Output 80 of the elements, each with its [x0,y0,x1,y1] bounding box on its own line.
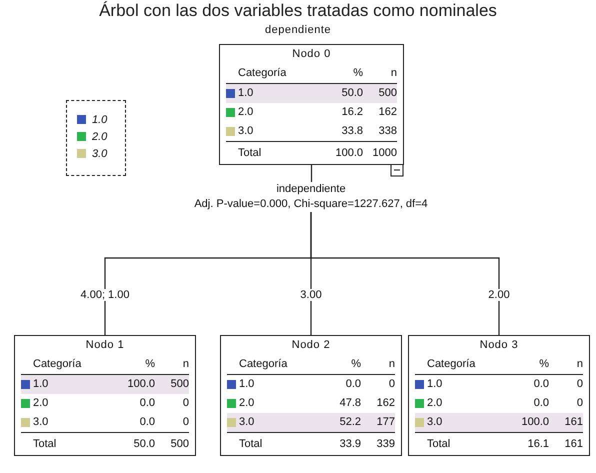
percent-value: 0.0 [344,377,361,392]
percent-value: 100.0 [334,146,363,161]
count-value: 177 [376,415,395,430]
split-statistics-text: Adj. P-value=0.000, Chi-square=1227.627, df=4 [193,197,429,212]
split-variable-label: independiente [275,182,347,197]
count-value: 161 [564,415,583,430]
node-title: Nodo 0 [291,47,332,62]
percent-value: 0.0 [138,396,155,411]
category-label: 3.0 [239,415,256,430]
category-label: 1.0 [33,377,50,392]
node-title: Nodo 3 [478,338,520,353]
category-label: 2.0 [33,396,50,411]
percent-value: 50.0 [340,86,363,101]
column-header: Categoría [239,357,288,372]
total-label: Total [239,437,264,452]
category-label: 1.0 [427,377,444,392]
total-label: Total [238,146,262,161]
percent-value: 16.1 [526,437,549,452]
edge-label: 2.00 [486,288,512,300]
tree-node-box [408,335,590,456]
tree-node-box [220,335,402,456]
count-value: 1000 [372,146,397,161]
node-title: Nodo 2 [290,338,332,353]
category-label: 2.0 [239,396,256,411]
count-value: 500 [378,86,397,101]
total-label: Total [427,437,452,452]
count-value: 500 [170,437,189,452]
count-value: 162 [378,105,397,120]
count-value: 339 [376,437,395,452]
column-header: % [350,357,361,372]
legend-label: 1.0 [92,114,108,126]
column-header: Categoría [33,357,82,372]
column-header: % [144,357,155,372]
category-label: 1.0 [239,377,256,392]
column-header: n [388,357,395,372]
percent-value: 0.0 [532,396,549,411]
tree-node-box [219,44,404,165]
percent-value: 0.0 [138,415,155,430]
count-value: 161 [564,437,583,452]
percent-value: 0.0 [532,377,549,392]
percent-value: 47.8 [338,396,361,411]
percent-value: 52.2 [338,415,361,430]
percent-value: 16.2 [340,105,363,120]
percent-value: 33.8 [340,124,363,139]
count-value: 338 [378,124,397,139]
connector-line [310,212,500,335]
node-title: Nodo 1 [84,338,126,353]
category-label: 3.0 [238,124,254,139]
total-label: Total [33,437,58,452]
column-header: % [352,66,363,81]
count-value: 500 [170,377,189,392]
dependent-variable-label: dependiente [264,24,332,36]
legend-label: 2.0 [92,130,108,142]
category-label: 1.0 [238,86,254,101]
count-value: 0 [182,415,189,430]
category-label: 2.0 [427,396,444,411]
count-value: 0 [576,377,583,392]
count-value: 162 [376,396,395,411]
percent-value: 100.0 [520,415,549,430]
diagram-title: Árbol con las dos variables tratadas como nominales [98,1,498,21]
count-value: 0 [576,396,583,411]
column-header: n [576,357,583,372]
legend-label: 3.0 [92,148,108,160]
column-header: % [538,357,549,372]
percent-value: 33.9 [338,437,361,452]
edge-label: 4.00; 1.00 [78,288,132,300]
column-header: Categoría [427,357,476,372]
count-value: 0 [182,396,189,411]
percent-value: 100.0 [126,377,155,392]
percent-value: 50.0 [132,437,155,452]
tree-node-box [14,335,196,456]
column-header: n [182,357,189,372]
category-label: 2.0 [238,105,254,120]
column-header: Categoría [238,66,288,81]
count-value: 0 [388,377,395,392]
column-header: n [390,66,397,81]
edge-label: 3.00 [298,288,324,300]
category-label: 3.0 [427,415,444,430]
connector-line [310,165,312,182]
category-label: 3.0 [33,415,50,430]
